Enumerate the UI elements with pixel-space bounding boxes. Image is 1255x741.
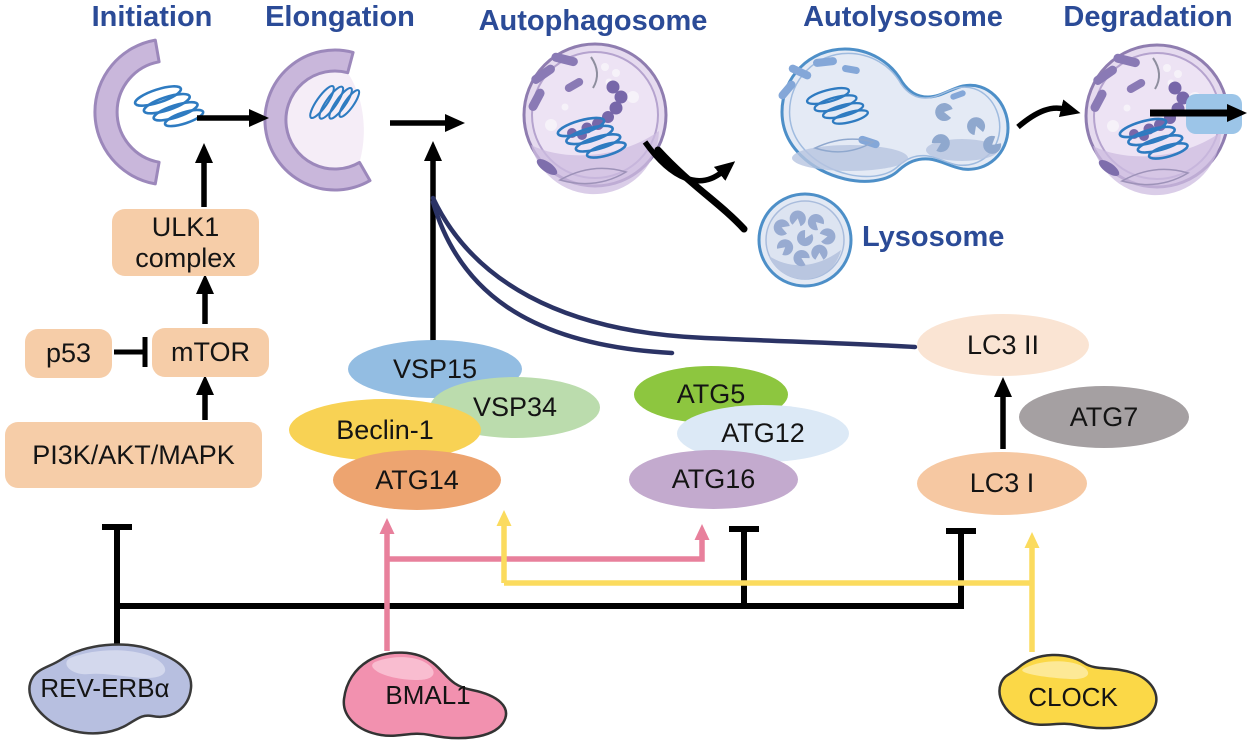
bmal1-blob-icon [342,651,508,740]
node-pi3k-akt-mapk: PI3K/AKT/MAPK [5,422,262,488]
stage-label-lysosome: Lysosome [862,221,1005,253]
node-atg16: ATG16 [629,450,798,509]
process-arrows [195,99,1081,449]
node-ulk1-complex: ULK1 complex [112,209,259,276]
node-lc3ii: LC3 II [917,314,1089,376]
node-p53: p53 [25,329,112,378]
p53-inhibits-mtor [114,337,148,367]
node-label-reverb: REV-ERBα [40,673,170,703]
reverb-inhibition-network [102,524,976,649]
node-mtor: mTOR [152,328,269,377]
ulk1-line2: complex [135,242,236,273]
clock-activation-arrows [496,510,1040,652]
lc3ii-curve [430,195,918,350]
stage-label-elongation: Elongation [265,1,415,33]
inhibition-trunk-line [115,531,964,609]
node-atg7: ATG7 [1019,386,1189,448]
stage-label-degradation: Degradation [1063,1,1233,33]
atg-complex-curve [430,199,675,356]
elongation-phagophore-icon [263,48,372,192]
node-label-bmal1: BMAL1 [385,680,471,710]
lysosome-fusion-curve [654,146,748,233]
autolysosome-to-degradation-arrow [1016,99,1081,130]
node-lc3i: LC3 I [917,452,1087,515]
ulk1-line1: ULK1 [151,211,220,242]
autolysosome-icon [778,47,1010,183]
reverb-blob-icon [28,643,193,735]
node-atg14: ATG14 [333,450,501,510]
clock-blob-icon [998,653,1158,730]
lysosome-icon [757,192,853,288]
complex-contribution-curves [430,195,918,356]
node-beclin1: Beclin-1 [289,399,481,461]
stage-label-autophagosome: Autophagosome [478,5,708,37]
stage-label-initiation: Initiation [91,1,213,33]
autophagosome-icon [522,42,668,194]
node-label-clock: CLOCK [1028,682,1118,712]
bmal1-activation-arrows [379,518,710,651]
stage-label-autolysosome: Autolysosome [803,1,1003,33]
initiation-phagophore-icon [93,38,207,186]
bmal1-to-atg16-arrow [387,524,710,562]
